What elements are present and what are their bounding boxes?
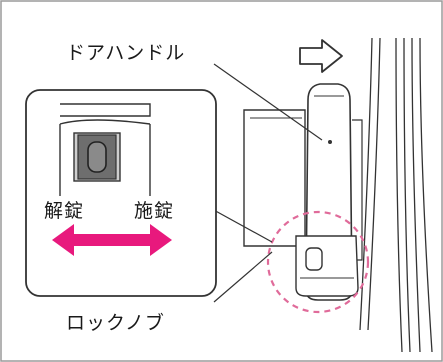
lock-knob-label: ロックノブ	[66, 312, 165, 334]
unlock-label: 解錠	[44, 200, 85, 222]
slide-arrow-icon	[52, 224, 172, 256]
inset-lock-mechanism	[59, 103, 151, 196]
handle-leader-line	[213, 63, 323, 141]
door-edge	[359, 37, 433, 353]
zoom-leader-lower	[213, 251, 273, 303]
direction-arrow-icon	[299, 39, 343, 73]
highlight-circle	[266, 210, 370, 314]
lock-label: 施錠	[134, 200, 175, 222]
door-handle-label: ドアハンドル	[66, 42, 186, 64]
door-recess	[243, 109, 306, 247]
door-handle	[295, 83, 359, 301]
